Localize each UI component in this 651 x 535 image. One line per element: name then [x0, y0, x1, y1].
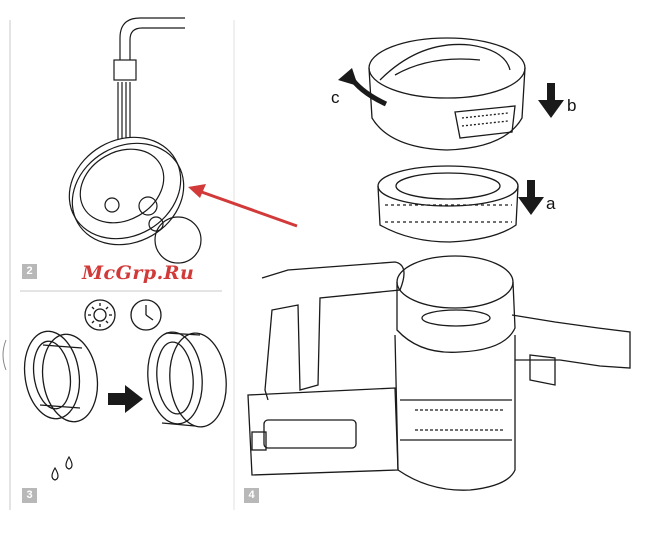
rotate-arrowhead [338, 68, 358, 86]
filter-cover [369, 38, 525, 150]
red-pointer-arrow [196, 190, 297, 226]
down-arrow-icon [518, 180, 544, 215]
red-arrowhead [188, 184, 206, 198]
tap-water-icon [114, 18, 185, 145]
left-edge-marker [3, 340, 6, 370]
callout-label-b: b [567, 96, 576, 116]
right-arrow-icon [108, 385, 143, 413]
sun-drying-icon [85, 300, 115, 330]
callout-label-c: c [331, 88, 340, 108]
step-badge-4: 4 [244, 488, 259, 503]
callout-label-a: a [546, 194, 555, 214]
down-arrow-icon [538, 83, 564, 118]
watermark: McGrp.Ru [82, 262, 194, 284]
water-drops-icon [52, 457, 72, 480]
wet-filter [19, 328, 103, 426]
clock-icon [131, 300, 161, 330]
filter-under-water [51, 117, 202, 264]
vacuum-body [248, 256, 630, 490]
step-badge-2: 2 [22, 264, 37, 279]
step-badge-3: 3 [22, 488, 37, 503]
filter-ring [378, 166, 518, 242]
dry-filter [144, 330, 230, 429]
